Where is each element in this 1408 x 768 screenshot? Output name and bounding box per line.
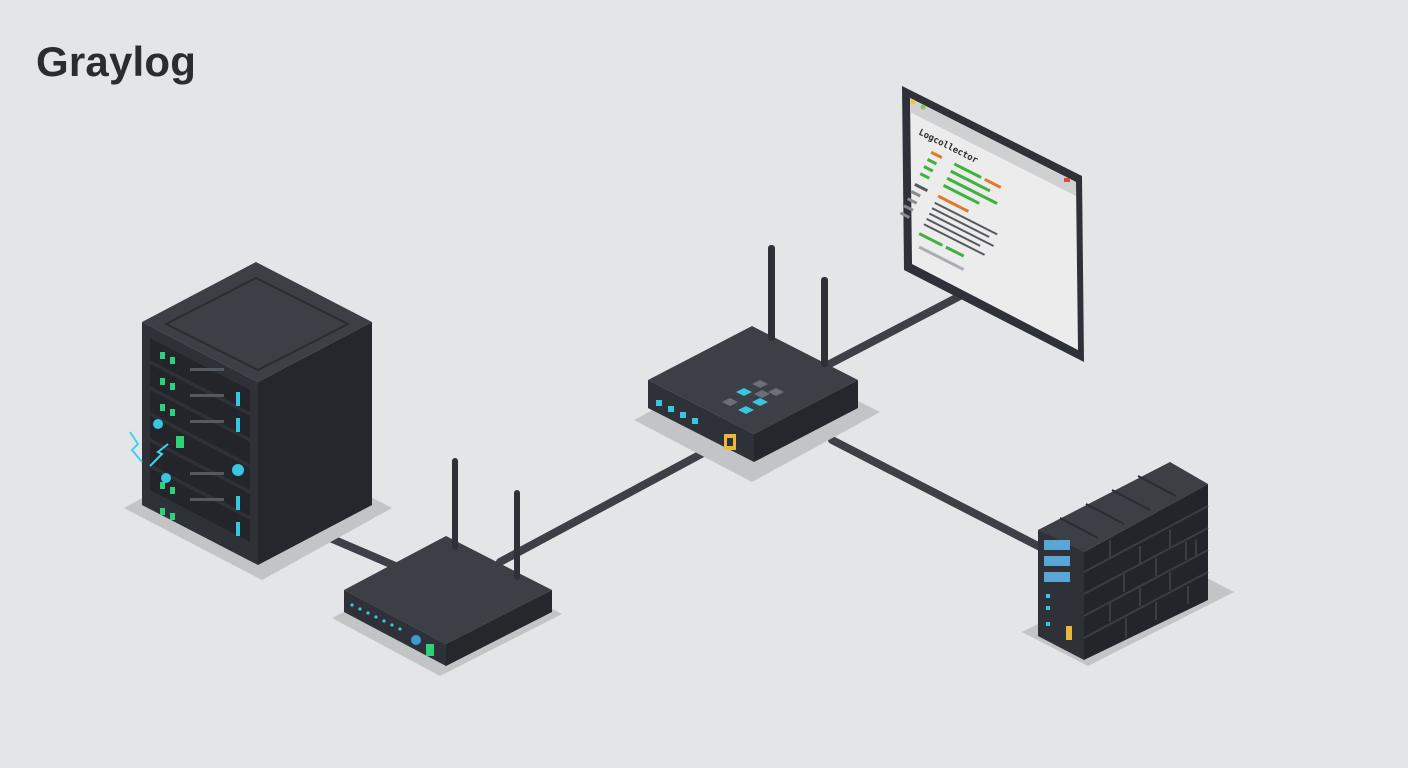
- router-antenna: [768, 245, 775, 341]
- rack-indicator-led: [161, 473, 171, 483]
- server-rack-icon: [124, 262, 392, 580]
- router-keypad: [722, 380, 784, 414]
- router-status-led: [426, 644, 434, 656]
- cable-router-main-to-monitor: [814, 292, 964, 374]
- firewall-panel-led: [1044, 572, 1070, 582]
- monitor-icon: Logcollector: [899, 86, 1084, 362]
- cable-router-small-to-router-main: [496, 448, 709, 566]
- cable-router-main-to-firewall: [828, 436, 1046, 552]
- window-dot-icon: [910, 99, 916, 105]
- rack-indicator-led: [153, 419, 163, 429]
- wireless-router-icon: [332, 458, 562, 676]
- router-antenna: [452, 458, 458, 550]
- log-lines: [899, 150, 1002, 271]
- firewall-icon: [1022, 462, 1234, 666]
- rack-port-strips: [190, 368, 224, 501]
- firewall-bricks: [1083, 505, 1209, 639]
- rack-indicator-led: [232, 464, 244, 476]
- firewall-top-bricks: [1059, 475, 1177, 539]
- router-antenna: [514, 490, 520, 580]
- firewall-panel-led: [1044, 556, 1070, 566]
- connection-cables: [326, 292, 1046, 572]
- rack-status-leds: [160, 352, 240, 536]
- window-dot-icon: [920, 104, 926, 110]
- page-title: Graylog: [36, 38, 197, 85]
- firewall-status-led: [1066, 626, 1072, 640]
- router-antenna: [821, 277, 828, 367]
- spark-icon: [129, 431, 169, 467]
- firewall-panel-led: [1044, 540, 1070, 550]
- router-power-led: [411, 635, 421, 645]
- wireless-router-icon: [634, 245, 880, 482]
- router-port-leds: [656, 400, 698, 424]
- router-port-leds: [350, 603, 402, 631]
- cable-rack-to-router-small: [326, 534, 404, 572]
- rack-units: [150, 338, 250, 542]
